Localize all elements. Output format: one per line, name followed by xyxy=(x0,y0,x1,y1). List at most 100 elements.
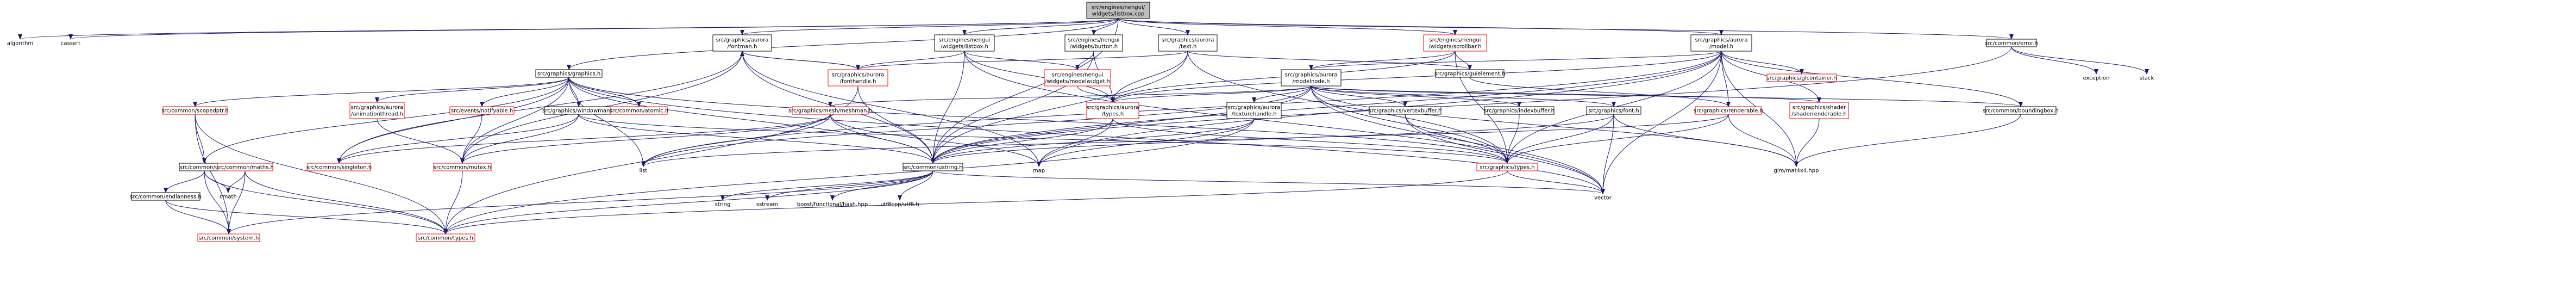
file-node-aurora_text[interactable]: src/graphics/aurora/text.h xyxy=(1158,34,1218,52)
include-edge-scopedptr-to-system xyxy=(195,114,231,235)
include-edge-ustring-to-utf8cpp xyxy=(898,170,933,201)
node-label: /widgets/scrollbar.h xyxy=(1428,44,1481,50)
file-node-ustring[interactable]: src/common/ustring.h xyxy=(902,163,963,171)
file-node-font[interactable]: src/graphics/font.h xyxy=(1586,106,1641,115)
file-node-vertexbuffer[interactable]: src/graphics/vertexbuffer.h xyxy=(1369,106,1442,115)
file-node-renderable[interactable]: src/graphics/renderable.h xyxy=(1694,106,1763,115)
include-edge-indexbuffer-to-graphics_types xyxy=(1505,114,1520,164)
file-node-root[interactable]: src/engines/nengui/widgets/listbox.cpp xyxy=(1086,2,1150,19)
file-node-indexbuffer[interactable]: src/graphics/indexbuffer.h xyxy=(1484,106,1555,115)
file-node-texturehandle[interactable]: src/graphics/aurora/texturehandle.h xyxy=(1226,102,1282,119)
file-node-windowman[interactable]: src/graphics/windowman.h xyxy=(542,106,615,115)
node-label: src/graphics/aurora xyxy=(1695,38,1748,44)
include-edge-widgets_listbox-to-vector xyxy=(964,51,1605,194)
include-edge-util-to-system xyxy=(204,170,231,235)
node-label: cmath xyxy=(220,194,237,200)
file-node-fontman[interactable]: src/graphics/aurora/fontman.h xyxy=(712,34,772,52)
include-edge-ustring-to-system xyxy=(227,170,933,235)
file-node-maths[interactable]: src/common/maths.h xyxy=(216,163,274,171)
node-label: src/graphics/indexbuffer.h xyxy=(1484,108,1555,114)
file-node-widgets_scrollbar[interactable]: src/engines/nengui/widgets/scrollbar.h xyxy=(1423,34,1487,52)
node-label: /types.h xyxy=(1102,112,1124,118)
file-node-aurora_model[interactable]: src/graphics/aurora/model.h xyxy=(1690,34,1752,52)
include-edge-endianness-to-system xyxy=(165,200,231,235)
file-node-glcontainer[interactable]: src/graphics/glcontainer.h xyxy=(1766,73,1837,82)
node-box xyxy=(828,69,888,87)
node-label: /fontman.h xyxy=(728,44,757,50)
node-label: src/graphics/renderable.h xyxy=(1694,108,1763,114)
file-node-widgets_listbox[interactable]: src/engines/nengui/widgets/listbox.h xyxy=(934,34,995,52)
include-edge-vertexbuffer-to-vector xyxy=(1405,114,1605,194)
include-edge-modelnode-to-meshman xyxy=(828,85,1312,107)
node-label: src/engines/nengui/ xyxy=(1092,5,1145,11)
file-node-fonthandle[interactable]: src/graphics/aurora/fonthandle.h xyxy=(828,69,888,87)
include-edge-util-to-common_types xyxy=(204,170,448,235)
include-edge-root-to-widgets_scrollbar xyxy=(1118,18,1457,35)
include-edge-root-to-widgets_button xyxy=(1092,18,1119,35)
include-edge-graphics-to-util xyxy=(202,77,569,164)
include-edge-maths-to-cmath xyxy=(226,170,246,193)
node-box xyxy=(1586,106,1641,115)
node-label: /shaderrenderable.h xyxy=(1791,112,1846,118)
include-edge-graphics-to-scopedptr xyxy=(193,77,569,107)
include-edge-font-to-graphics_types xyxy=(1505,114,1614,164)
node-box xyxy=(1766,73,1837,82)
file-node-singleton[interactable]: src/common/singleton.h xyxy=(306,163,372,171)
include-edge-meshman-to-singleton xyxy=(337,114,831,164)
node-box xyxy=(433,163,492,171)
include-edge-texturehandle-to-ustring xyxy=(931,118,1255,164)
file-node-endianness[interactable]: src/common/endianness.h xyxy=(130,192,202,201)
node-label: src/graphics/aurora xyxy=(832,72,885,78)
include-edge-aurora_text-to-graphics_types xyxy=(1187,51,1509,164)
file-node-scopedptr[interactable]: src/common/scopedptr.h xyxy=(161,106,229,115)
include-edge-graphics_types-to-vector xyxy=(1507,170,1605,194)
file-node-graphics[interactable]: src/graphics/graphics.h xyxy=(535,69,603,78)
node-label: src/graphics/aurora xyxy=(1285,72,1338,78)
node-box xyxy=(1695,106,1762,115)
include-edge-aurora_text-to-ustring xyxy=(931,51,1188,164)
file-node-animationthread[interactable]: src/graphics/aurora/animationthread.h xyxy=(349,102,405,119)
node-box xyxy=(1789,102,1849,119)
include-edge-windowman-to-mutex xyxy=(460,114,579,164)
node-label: src/common/singleton.h xyxy=(306,165,372,171)
file-node-graphics_types[interactable]: src/graphics/types.h xyxy=(1476,163,1538,171)
node-label: src/common/util.h xyxy=(180,165,229,171)
include-edge-widgets_scrollbar-to-modelnode xyxy=(1309,51,1456,70)
file-node-shaderrenderable[interactable]: src/graphics/shader/shaderrenderable.h xyxy=(1789,102,1849,119)
file-node-mutex[interactable]: src/common/mutex.h xyxy=(433,163,492,171)
node-label: /widgets/modelwidget.h xyxy=(1045,79,1110,85)
file-node-atomic[interactable]: src/common/atomic.h xyxy=(610,106,669,115)
node-label: glm/mat4x4.hpp xyxy=(1774,168,1819,174)
file-node-glm: glm/mat4x4.hpp xyxy=(1774,168,1819,174)
include-edge-modelnode-to-boundingbox xyxy=(1311,85,2023,107)
file-node-common_types[interactable]: src/common/types.h xyxy=(416,233,475,242)
file-node-aurora_types[interactable]: src/graphics/aurora/types.h xyxy=(1086,102,1139,119)
include-edge-aurora_text-to-aurora_types xyxy=(1111,51,1188,103)
file-node-list: list xyxy=(640,168,648,174)
file-node-boundingbox[interactable]: src/common/boundingbox.h xyxy=(1983,106,2059,115)
node-box xyxy=(217,163,273,171)
node-box xyxy=(1226,102,1282,119)
node-label: exception xyxy=(2083,76,2110,82)
file-node-meshman[interactable]: src/graphics/mesh/meshman.h xyxy=(788,106,872,115)
node-label: src/graphics/aurora xyxy=(351,105,404,111)
include-edge-widgets_button-to-modelwidget xyxy=(1075,51,1094,70)
file-node-error[interactable]: src/common/error.h xyxy=(1985,39,2038,47)
node-label: list xyxy=(640,168,648,174)
node-box xyxy=(349,102,405,119)
file-node-modelwidget[interactable]: src/engines/nengui/widgets/modelwidget.h xyxy=(1044,69,1111,87)
node-box xyxy=(1281,69,1342,87)
file-node-widgets_button[interactable]: src/engines/nengui/widgets/button.h xyxy=(1064,34,1123,52)
file-node-guielement[interactable]: src/graphics/guielement.h xyxy=(1434,69,1505,78)
node-label: boost/functional/hash.hpp xyxy=(797,202,868,208)
node-label: src/graphics/types.h xyxy=(1480,165,1534,171)
file-node-notifyable[interactable]: src/events/notifyable.h xyxy=(449,106,515,115)
file-node-system[interactable]: src/common/system.h xyxy=(197,233,260,242)
include-edge-mutex-to-common_types xyxy=(443,170,463,235)
file-node-exception: exception xyxy=(2083,76,2110,82)
include-edge-aurora_model-to-vector xyxy=(1601,51,1722,194)
node-box xyxy=(902,163,963,171)
file-node-modelnode[interactable]: src/graphics/aurora/modelnode.h xyxy=(1281,69,1342,87)
node-label: src/graphics/aurora xyxy=(716,38,769,44)
include-edge-windowman-to-ustring xyxy=(578,114,935,164)
